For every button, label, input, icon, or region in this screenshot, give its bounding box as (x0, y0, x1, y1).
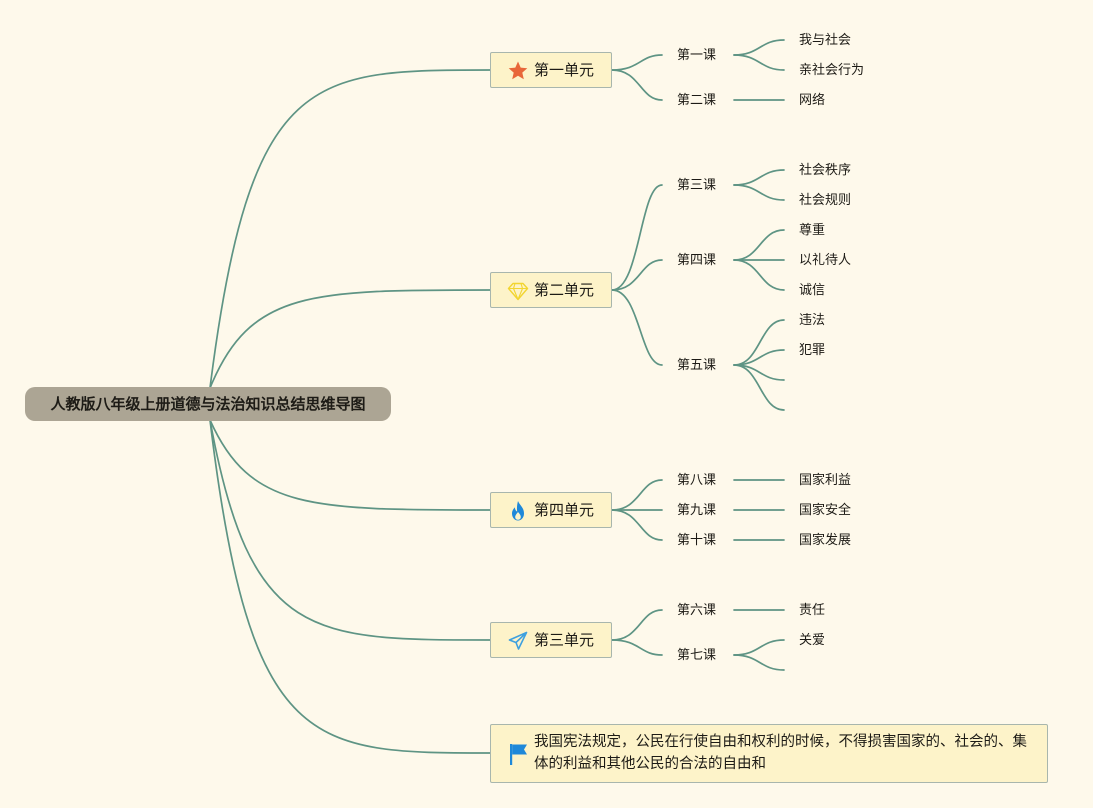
topic-node[interactable]: 以礼待人 (799, 253, 852, 268)
paper-plane-icon (508, 631, 528, 650)
lesson-branch-line (733, 639, 785, 656)
topic-node[interactable]: 犯罪 (799, 343, 826, 358)
topic-node[interactable]: 责任 (799, 603, 826, 618)
unit-branch-line (611, 609, 663, 641)
topic-node[interactable]: 违法 (799, 313, 826, 328)
unit-branch-line (611, 289, 663, 366)
fire-icon (512, 501, 524, 521)
unit-branch-line (611, 639, 663, 656)
unit-branch-line (611, 479, 663, 511)
root-topic[interactable]: 人教版八年级上册道德与法治知识总结思维导图 (25, 387, 391, 421)
note-text: 我国宪法规定，公民在行使自由和权利的时候，不得损害国家的、社会的、集体的利益和其… (534, 734, 1027, 772)
lesson-branch-line (733, 654, 785, 671)
lesson-node[interactable]: 第九课 (677, 503, 717, 518)
topic-node[interactable]: 尊重 (799, 223, 826, 238)
root-topic-label: 人教版八年级上册道德与法治知识总结思维导图 (50, 395, 366, 413)
lesson-node[interactable]: 第六课 (677, 603, 717, 618)
topic-node[interactable]: 亲社会行为 (799, 63, 865, 78)
topic-node[interactable]: 国家发展 (799, 533, 852, 548)
root-branch-line (209, 419, 492, 754)
unit-branch-line (611, 184, 663, 291)
unit-label: 第四单元 (534, 501, 595, 519)
unit-node-4[interactable]: 第四单元 (490, 492, 612, 528)
note-node[interactable]: 我国宪法规定，公民在行使自由和权利的时候，不得损害国家的、社会的、集体的利益和其… (490, 724, 1048, 783)
unit-branch-line (611, 509, 663, 541)
topic-node[interactable]: 网络 (799, 93, 826, 108)
topic-node[interactable]: 诚信 (799, 283, 826, 298)
lesson-branch-line (733, 229, 785, 261)
lesson-branch-line (733, 169, 785, 186)
lesson-node[interactable]: 第四课 (677, 253, 717, 268)
lesson-branch-line (733, 259, 785, 291)
unit-branch-line (611, 259, 663, 291)
topic-node[interactable]: 国家利益 (799, 473, 852, 488)
topic-node[interactable]: 社会规则 (799, 193, 852, 208)
lesson-branch-line (733, 54, 785, 71)
lesson-node[interactable]: 第七课 (677, 648, 717, 663)
topic-node[interactable]: 国家安全 (799, 503, 852, 518)
root-branch-line (209, 419, 492, 511)
root-branch-line (209, 419, 492, 641)
unit-node-1[interactable]: 第一单元 (490, 52, 612, 88)
topic-node[interactable]: 我与社会 (799, 33, 852, 48)
unit-label: 第三单元 (534, 631, 595, 649)
lesson-branch-line (733, 184, 785, 201)
lesson-node[interactable]: 第五课 (677, 358, 717, 373)
lesson-branch-line (733, 364, 785, 411)
lesson-branch-line (733, 39, 785, 56)
lesson-node[interactable]: 第八课 (677, 473, 717, 488)
lesson-node[interactable]: 第三课 (677, 178, 717, 193)
lesson-node[interactable]: 第二课 (677, 93, 717, 108)
unit-branch-line (611, 69, 663, 101)
root-branch-line (209, 69, 492, 389)
unit-node-2[interactable]: 第二单元 (490, 272, 612, 308)
diamond-icon (507, 282, 529, 301)
lesson-node[interactable]: 第一课 (677, 48, 717, 63)
topic-node[interactable]: 关爱 (799, 633, 826, 648)
topic-node[interactable]: 社会秩序 (799, 163, 852, 178)
unit-node-3[interactable]: 第三单元 (490, 622, 612, 658)
root-branch-line (209, 289, 492, 389)
unit-label: 第一单元 (534, 61, 595, 79)
unit-label: 第二单元 (534, 281, 595, 299)
star-icon (508, 61, 528, 80)
flag-icon (510, 744, 527, 765)
unit-branch-line (611, 54, 663, 71)
lesson-node[interactable]: 第十课 (677, 533, 717, 548)
